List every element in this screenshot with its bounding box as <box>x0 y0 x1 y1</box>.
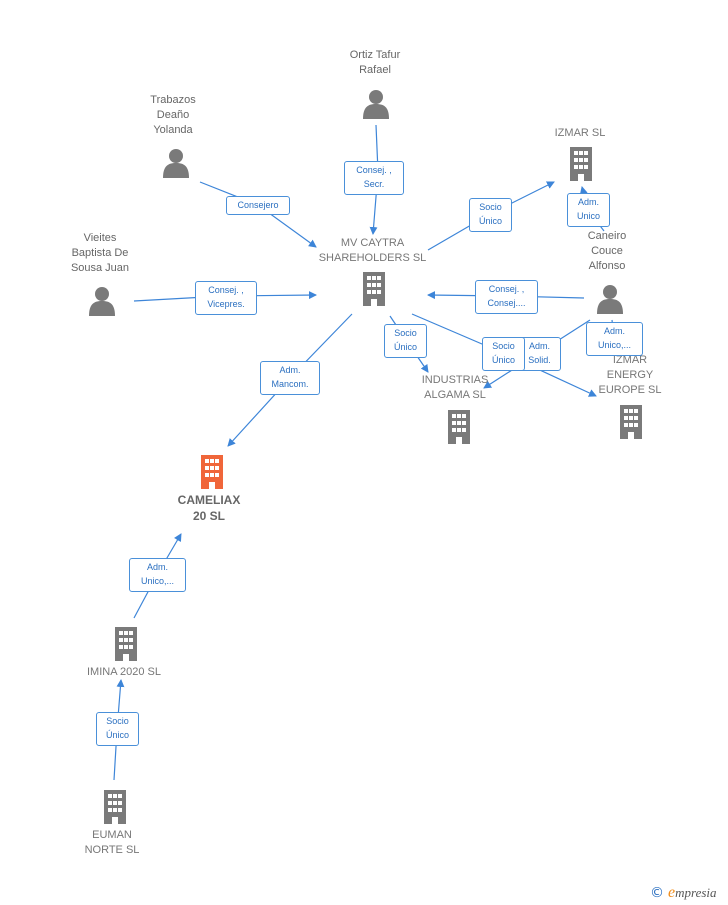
node-label-imina[interactable]: IMINA 2020 SL <box>87 666 161 678</box>
empresia-logo[interactable]: ©empresia <box>650 884 717 902</box>
building-icon[interactable] <box>104 790 126 824</box>
person-icon[interactable] <box>597 285 623 314</box>
edge-label-vieites-mv[interactable]: Consej. , Vicepres. <box>195 281 257 315</box>
node-label-trabazos[interactable]: Trabazos Deaño Yolanda <box>150 94 196 136</box>
brand-first-letter: e <box>668 884 676 901</box>
edge-label-mv-industrias[interactable]: Socio Único <box>384 324 427 358</box>
node-label-vieites[interactable]: Vieites Baptista De Sousa Juan <box>70 232 130 274</box>
copyright-symbol: © <box>650 885 664 901</box>
building-icon[interactable] <box>363 272 385 306</box>
edge-label-trabazos-mv[interactable]: Consejero <box>226 196 290 215</box>
person-icon[interactable] <box>163 149 189 178</box>
building-icon[interactable] <box>115 627 137 661</box>
edge-label-caneiro-energy[interactable]: Adm. Unico,... <box>586 322 643 356</box>
node-label-mv-caytra[interactable]: MV CAYTRA SHAREHOLDERS SL <box>318 237 427 264</box>
building-icon[interactable] <box>620 405 642 439</box>
person-icon[interactable] <box>89 287 115 316</box>
node-label-industrias[interactable]: INDUSTRIAS ALGAMA SL <box>421 374 489 401</box>
edges <box>113 124 620 781</box>
building-icon[interactable] <box>448 410 470 444</box>
edge-label-caneiro-industrias[interactable]: Adm. Solid. <box>518 337 561 371</box>
edge-label-imina-cameliax[interactable]: Adm. Unico,... <box>129 558 186 592</box>
node-label-izmar-energy[interactable]: IZMAR ENERGY EUROPE SL <box>598 354 662 396</box>
brand-name: mpresia <box>675 885 717 900</box>
edge-label-ortiz-mv[interactable]: Consej. , Secr. <box>344 161 404 195</box>
edge-label-caneiro-izmar[interactable]: Adm. Unico <box>567 193 610 227</box>
node-label-cameliax[interactable]: CAMELIAX 20 SL <box>177 493 241 523</box>
person-icon[interactable] <box>363 90 389 119</box>
building-icon-focus[interactable] <box>201 455 223 489</box>
node-label-euman[interactable]: EUMAN NORTE SL <box>84 829 140 856</box>
building-icon[interactable] <box>570 147 592 181</box>
edge-label-mv-energy[interactable]: Socio Único <box>482 337 525 371</box>
edge-label-euman-imina[interactable]: Socio Único <box>96 712 139 746</box>
edge-label-caneiro-mv[interactable]: Consej. , Consej.... <box>475 280 538 314</box>
edge-label-mv-izmar[interactable]: Socio Único <box>469 198 512 232</box>
node-label-caneiro[interactable]: Caneiro Couce Alfonso <box>587 230 627 272</box>
node-label-ortiz[interactable]: Ortiz Tafur Rafael <box>349 49 401 76</box>
edge-label-mv-cameliax[interactable]: Adm. Mancom. <box>260 361 320 395</box>
node-label-izmar[interactable]: IZMAR SL <box>554 127 606 139</box>
